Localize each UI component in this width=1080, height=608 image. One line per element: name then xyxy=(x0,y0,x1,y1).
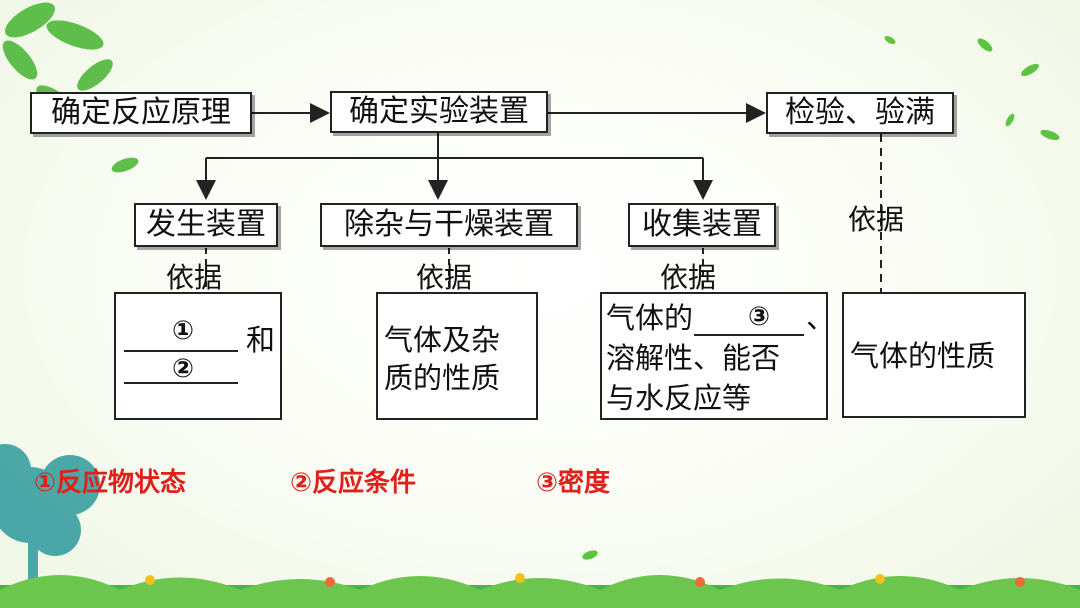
flow-label-check: 检验、验满 xyxy=(785,95,935,130)
check-detail-text: 气体的性质 xyxy=(850,339,996,373)
basis-label-purify: 依据 xyxy=(416,261,473,294)
device-box-purify: 除杂与干燥装置 xyxy=(320,203,578,247)
device-label-generate: 发生装置 xyxy=(146,207,266,242)
detail-box-purify: 气体及杂 质的性质 xyxy=(376,292,538,420)
grass-border-icon xyxy=(0,573,1080,608)
purify-detail-line2: 质的性质 xyxy=(384,361,501,395)
blank-number-3: ③ xyxy=(748,302,771,332)
device-box-collect: 收集装置 xyxy=(628,203,776,247)
blank-number-2: ② xyxy=(172,354,195,384)
collect-detail-line3: 与水反应等 xyxy=(606,381,752,415)
collect-detail-line2: 溶解性、能否 xyxy=(606,341,781,375)
basis-label-collect: 依据 xyxy=(660,261,717,294)
detail-box-collect: 气体的 ③ 、 溶解性、能否 与水反应等 xyxy=(600,292,835,420)
collect-detail-prefix: 气体的 xyxy=(606,301,694,335)
device-label-collect: 收集装置 xyxy=(642,207,762,242)
conjunction-and: 和 xyxy=(246,323,276,357)
flow-box-principle: 确定反应原理 xyxy=(30,92,252,134)
detail-box-generate: ① ② 和 xyxy=(114,292,282,420)
blank-line-1 xyxy=(124,350,238,352)
collect-detail-suffix: 、 xyxy=(806,301,836,335)
basis-label-generate: 依据 xyxy=(166,261,223,294)
answer-2: ②反应条件 xyxy=(290,468,417,498)
flow-label-apparatus: 确定实验装置 xyxy=(349,94,529,129)
answer-1: ①反应物状态 xyxy=(34,468,187,498)
device-label-purify: 除杂与干燥装置 xyxy=(344,207,554,242)
flow-box-apparatus: 确定实验装置 xyxy=(330,91,548,133)
purify-detail-line1: 气体及杂 xyxy=(384,323,501,357)
basis-label-check: 依据 xyxy=(848,203,905,236)
connector-lines xyxy=(196,103,882,292)
device-box-generate: 发生装置 xyxy=(134,203,278,247)
answer-3: ③密度 xyxy=(536,468,611,498)
flow-box-check: 检验、验满 xyxy=(766,92,954,134)
leaf-cluster-icon xyxy=(2,2,139,173)
falling-leaf-icons xyxy=(582,36,1060,560)
blank-number-1: ① xyxy=(172,316,195,346)
flow-label-principle: 确定反应原理 xyxy=(51,95,231,130)
detail-box-check: 气体的性质 xyxy=(842,292,1026,418)
tree-silhouette-icon xyxy=(0,444,100,590)
blank-line-3 xyxy=(694,334,804,336)
blank-line-2 xyxy=(124,382,238,384)
